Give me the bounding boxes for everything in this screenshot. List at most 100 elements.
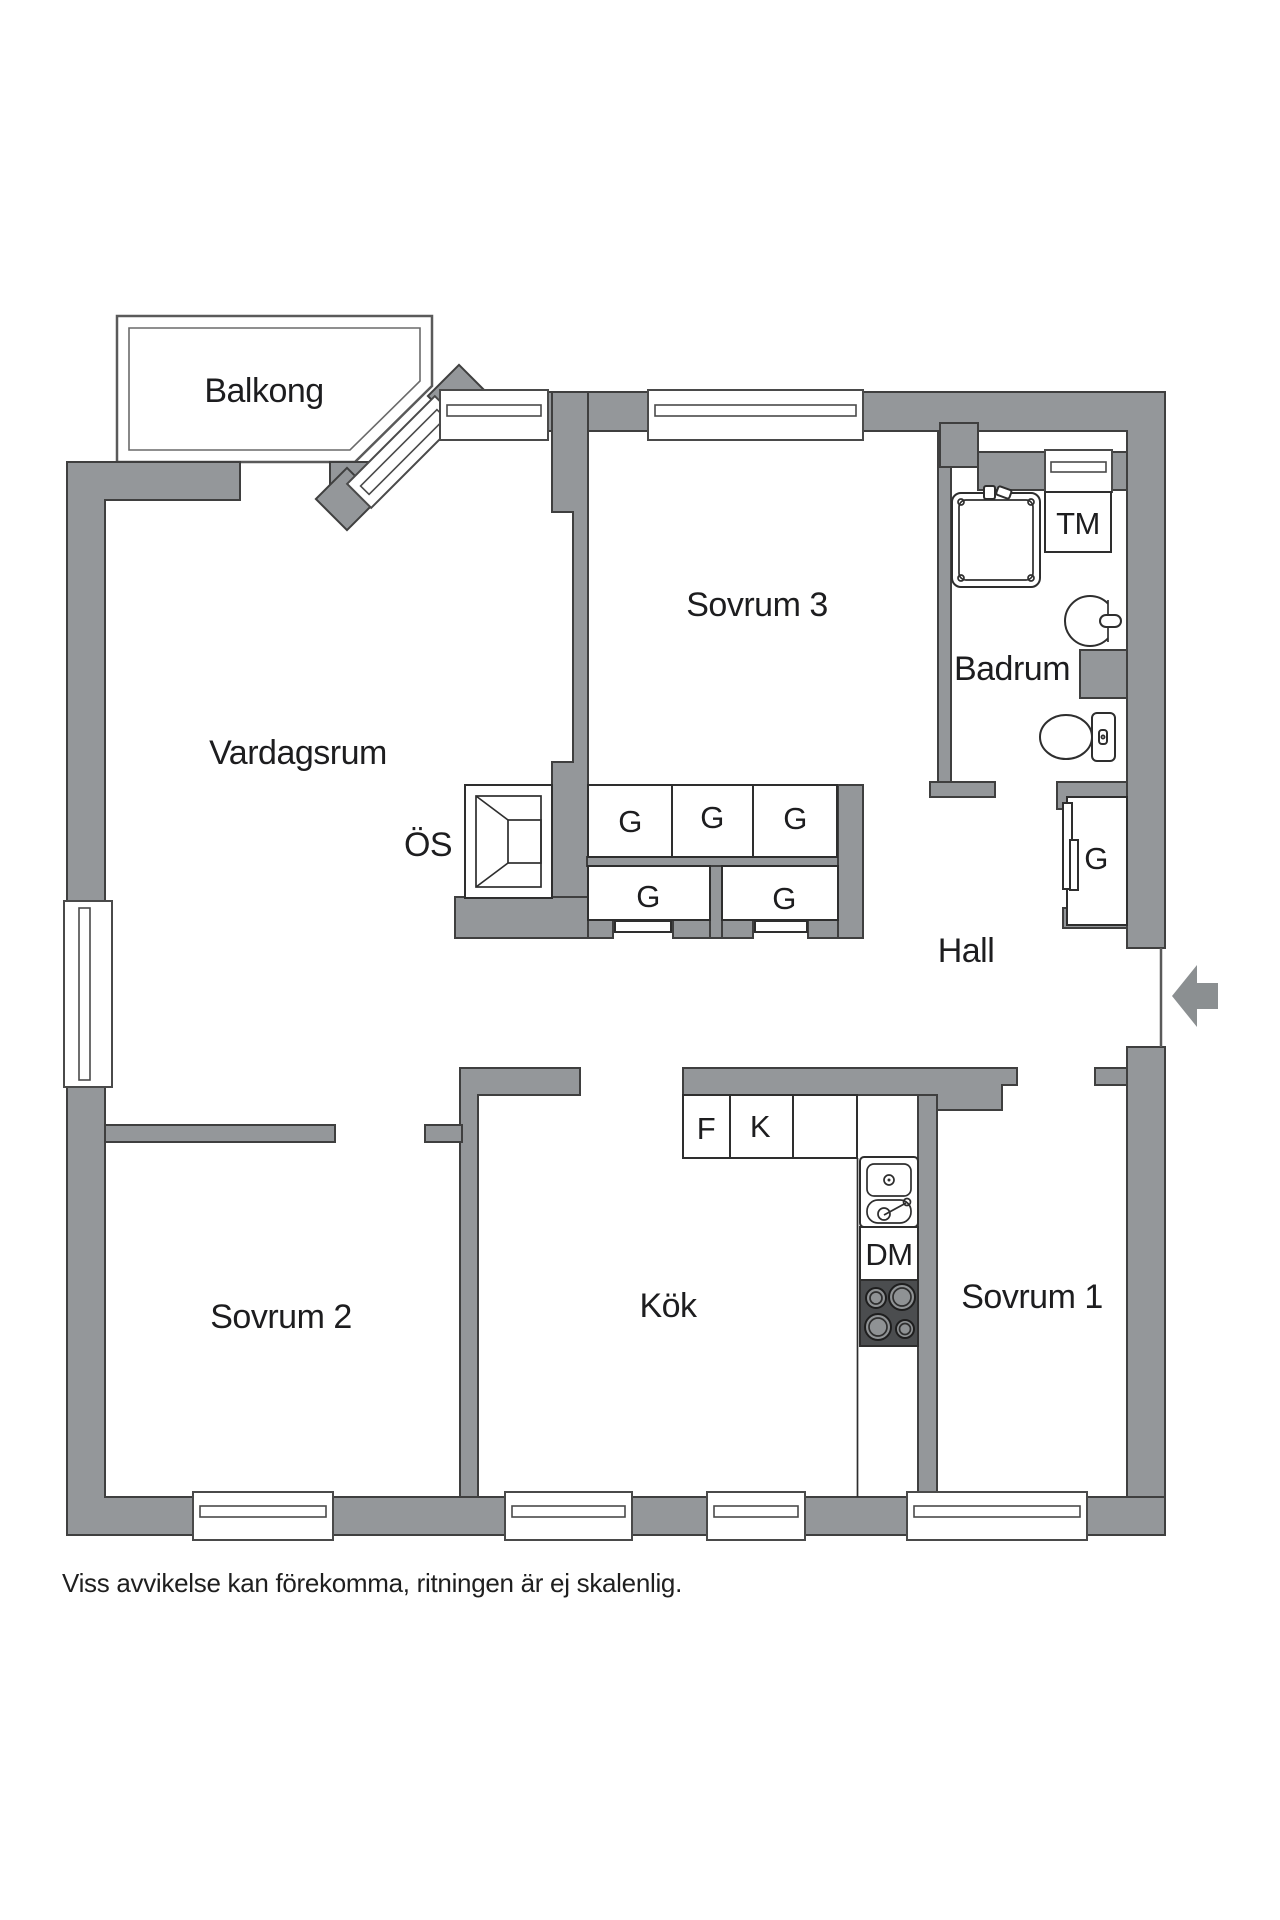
window-glazing bbox=[654, 404, 857, 417]
shower-corner bbox=[1027, 498, 1035, 506]
wardrobe-box bbox=[752, 784, 838, 858]
wall-livingroom-bedroom3 bbox=[551, 391, 589, 899]
washing-machine-label: TM bbox=[1056, 506, 1100, 541]
windows bbox=[63, 389, 1113, 1541]
burner bbox=[865, 1287, 887, 1309]
balcony-inner-rail bbox=[128, 327, 421, 451]
entrance bbox=[1159, 948, 1218, 1047]
toilet-button-dot bbox=[1100, 734, 1106, 740]
shower bbox=[951, 485, 1041, 588]
wall-kitchen-left bbox=[459, 1067, 581, 1498]
dishwasher-label: DM bbox=[865, 1237, 912, 1272]
closet-door bbox=[754, 920, 808, 933]
entrance-arrow-icon bbox=[1172, 965, 1218, 1027]
window-glazing bbox=[913, 1505, 1081, 1518]
toilet bbox=[1039, 712, 1116, 762]
kitchen-sink bbox=[859, 1156, 919, 1228]
wall-segment bbox=[939, 422, 979, 468]
burner-ring bbox=[868, 1317, 888, 1337]
wall-livingroom-bedroom2 bbox=[104, 1124, 336, 1143]
window-glazing bbox=[511, 1505, 626, 1518]
wall-segment bbox=[1126, 1046, 1166, 1498]
wall-stub bbox=[1094, 1067, 1128, 1086]
wall-bathroom-foot bbox=[929, 781, 996, 798]
wall-stub bbox=[721, 919, 754, 939]
kitchen-unit-f bbox=[682, 1094, 731, 1159]
wall-bedroom3-bathroom bbox=[937, 430, 952, 783]
balcony-door bbox=[314, 363, 492, 532]
living-room-label: Vardagsrum bbox=[209, 734, 387, 772]
balcony-label: Balkong bbox=[204, 372, 323, 410]
stove bbox=[859, 1279, 919, 1347]
burner-ring bbox=[869, 1291, 883, 1305]
bedroom1-label: Sovrum 1 bbox=[961, 1278, 1103, 1316]
wardrobe-label: G bbox=[783, 801, 807, 836]
sink-faucet bbox=[883, 1202, 907, 1216]
f-unit-label: F bbox=[697, 1111, 715, 1146]
burner bbox=[895, 1319, 915, 1339]
wall-wardrobe-band bbox=[586, 856, 864, 867]
shower-door-handle bbox=[983, 485, 996, 500]
window-glazing bbox=[1050, 461, 1107, 473]
wardrobe-label: G bbox=[636, 879, 660, 914]
washing-machine bbox=[1044, 491, 1112, 553]
hall-label: Hall bbox=[938, 932, 995, 970]
fireplace-core bbox=[507, 819, 542, 864]
toilet-bowl bbox=[1039, 714, 1093, 760]
sink-basin bbox=[866, 1199, 912, 1224]
wardrobe-label: G bbox=[618, 804, 642, 839]
kitchen-fixtures: F K DM bbox=[682, 1094, 919, 1497]
closet-door bbox=[1069, 839, 1079, 891]
wall-stub bbox=[587, 919, 614, 939]
burner-ring bbox=[892, 1287, 912, 1307]
wardrobe-box bbox=[671, 784, 754, 858]
sink-drain-dot bbox=[887, 1178, 891, 1182]
shower-outer bbox=[951, 492, 1041, 588]
room-labels: Vardagsrum Sovrum 3 Badrum Hall Sovrum 2… bbox=[209, 586, 1103, 1336]
sink-drain bbox=[883, 1174, 895, 1186]
wall-fireplace-base bbox=[454, 896, 589, 939]
interior-walls bbox=[104, 391, 1128, 1498]
bathroom-label: Badrum bbox=[954, 650, 1070, 688]
k-unit-label: K bbox=[750, 1109, 771, 1144]
toilet-button bbox=[1098, 729, 1108, 745]
wall-stub bbox=[807, 919, 839, 939]
bedroom2-label: Sovrum 2 bbox=[210, 1298, 352, 1336]
shower-corner bbox=[1027, 574, 1035, 582]
window-glazing bbox=[199, 1505, 327, 1518]
shower-corner bbox=[957, 498, 965, 506]
window-glazing bbox=[713, 1505, 799, 1518]
fireplace: ÖS bbox=[404, 784, 553, 899]
balcony: Balkong bbox=[115, 314, 434, 464]
closet-door bbox=[614, 920, 672, 933]
wall-kitchen-bedroom1 bbox=[917, 1094, 938, 1498]
disclaimer-text: Viss avvikelse kan förekomma, ritningen … bbox=[62, 1568, 682, 1598]
wall-left-bottom bbox=[66, 461, 1166, 1536]
wardrobes: G G G G G G bbox=[587, 784, 1128, 933]
wardrobe-box bbox=[587, 784, 673, 858]
window-glazing bbox=[446, 404, 542, 417]
kitchen-label: Kök bbox=[639, 1287, 698, 1325]
sink-faucet-knob bbox=[902, 1197, 912, 1207]
fireplace-line bbox=[475, 862, 509, 888]
fireplace-label: ÖS bbox=[404, 826, 452, 864]
shower-inner bbox=[958, 499, 1034, 581]
wall-segment bbox=[1079, 649, 1128, 699]
wall-stub bbox=[424, 1124, 463, 1143]
wardrobe-label: G bbox=[772, 881, 796, 916]
bathroom-sink bbox=[1064, 594, 1122, 648]
wardrobe-box bbox=[721, 865, 839, 921]
kitchen-unit-blank bbox=[792, 1094, 858, 1159]
bathroom-fixtures: TM bbox=[951, 485, 1122, 762]
wardrobe-label: G bbox=[1084, 841, 1108, 876]
burner-ring bbox=[898, 1322, 912, 1336]
fireplace-outer bbox=[464, 784, 553, 899]
window-glazing bbox=[78, 907, 91, 1081]
wall-stub bbox=[672, 919, 711, 939]
fireplace-line bbox=[475, 795, 509, 821]
shower-corner bbox=[957, 574, 965, 582]
wardrobe-label: G bbox=[700, 800, 724, 835]
sink-basin bbox=[866, 1163, 912, 1197]
wall-segment bbox=[837, 784, 864, 939]
